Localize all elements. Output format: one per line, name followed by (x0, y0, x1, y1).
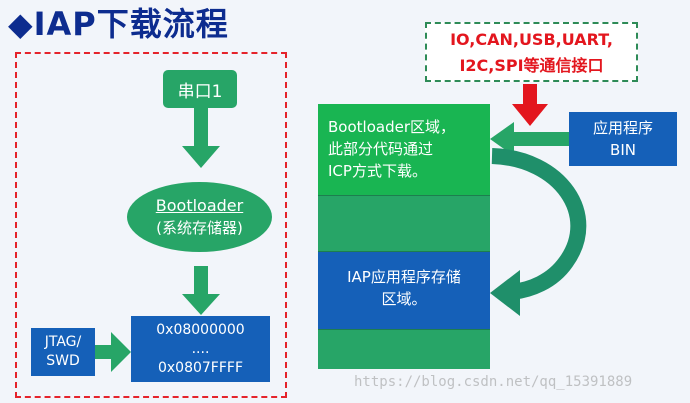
page-title: ◆IAP下载流程 (8, 5, 229, 43)
app-bin-line2: BIN (610, 141, 636, 159)
app-bin-box: 应用程序 BIN (569, 112, 677, 166)
bootloader-ellipse: Bootloader (系统存储器) (127, 182, 272, 252)
boot-region-line3: ICP方式下载。 (328, 162, 427, 180)
bootloader-label: Bootloader (155, 196, 244, 215)
jtag-label: JTAG/ (44, 334, 82, 350)
system-memory-label: (系统存储器) (156, 219, 243, 237)
arrow-jtag-to-flash (95, 332, 131, 372)
app-bin-line1: 应用程序 (592, 119, 653, 137)
boot-region-line1: Bootloader区域， (328, 118, 455, 136)
swd-label: SWD (46, 353, 80, 369)
iap-region-line2: 区域。 (381, 290, 427, 308)
watermark-text: https://blog.csdn.net/qq_15391889 (354, 374, 633, 390)
iap-region-line1: IAP应用程序存储 (347, 268, 461, 286)
memory-bootloader-region: Bootloader区域， 此部分代码通过 ICP方式下载。 (318, 104, 490, 196)
address-start: 0x08000000 (156, 321, 245, 338)
memory-empty-region-1 (318, 196, 490, 252)
arrow-serial-to-bootloader (182, 108, 220, 168)
memory-iap-region: IAP应用程序存储 区域。 (318, 252, 490, 330)
arrow-bootloader-to-flash (182, 266, 220, 315)
arrow-appbin-to-memory (490, 122, 569, 156)
interfaces-box: IO,CAN,USB,UART, I2C,SPI等通信接口 (425, 22, 638, 82)
boot-region-line2: 此部分代码通过 (328, 140, 434, 158)
serial-port-box: 串口1 (163, 70, 237, 108)
address-dots: .... (191, 340, 210, 357)
memory-map: Bootloader区域， 此部分代码通过 ICP方式下载。 IAP应用程序存储… (318, 104, 490, 369)
curved-arrow-boot-to-iap (490, 148, 587, 316)
flash-address-box: 0x08000000 .... 0x0807FFFF (131, 316, 270, 382)
arrow-interfaces-down (512, 84, 548, 126)
interfaces-line1: IO,CAN,USB,UART, (450, 30, 613, 49)
serial-port-label: 串口1 (177, 81, 223, 102)
left-dashed-frame (15, 52, 287, 398)
jtag-swd-box: JTAG/ SWD (31, 328, 95, 376)
interfaces-line2: I2C,SPI等通信接口 (459, 56, 604, 75)
address-end: 0x0807FFFF (157, 359, 244, 376)
